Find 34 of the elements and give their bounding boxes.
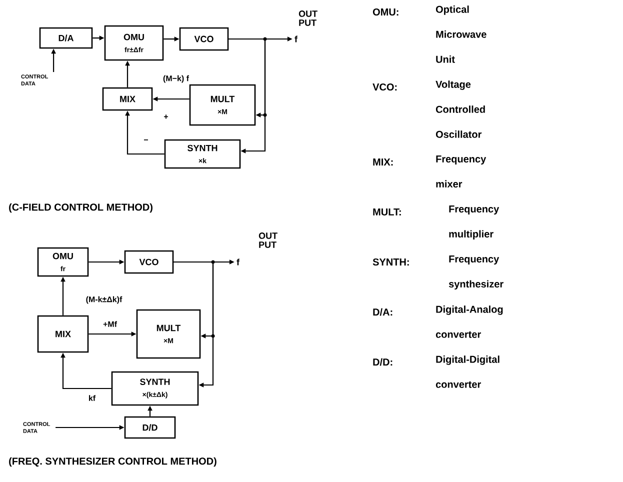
definition-text: Digital-Analog converter	[436, 306, 503, 338]
definition-text: Frequency multiplier	[449, 206, 500, 240]
definition-text: Voltage Controlled Oscillator	[436, 80, 485, 138]
abbreviation: VCO:	[372, 83, 397, 91]
definition-text: Frequency mixer	[436, 156, 486, 188]
signal-label: f	[294, 36, 298, 42]
caption: (C-FIELD CONTROL METHOD)	[9, 203, 152, 213]
arrow	[174, 261, 214, 388]
abbreviation: OMU:	[372, 8, 398, 16]
signal-label: f	[236, 258, 240, 266]
port-label: OUT PUT	[258, 232, 278, 248]
block-box: MIX	[102, 87, 153, 111]
block-box: MIX	[37, 315, 89, 353]
edge-label: +	[162, 114, 170, 120]
block-box: D/D	[124, 416, 176, 439]
edge-label: kf	[87, 394, 97, 402]
abbreviation: MIX:	[373, 158, 393, 166]
arrow	[228, 38, 266, 154]
block-box: VCO	[179, 27, 229, 51]
edge-label: (M−k) f	[162, 74, 190, 84]
caption: (FREQ. SYNTHESIZER CONTROL METHOD)	[9, 457, 216, 467]
edge-label: −	[142, 138, 150, 144]
edge-label: (M-k±Δk)f	[84, 295, 124, 305]
abbreviation: SYNTH:	[372, 258, 409, 266]
definition-text: Digital-Digital converter	[436, 356, 500, 388]
abbreviation: D/A:	[373, 308, 392, 316]
edge-label: +Mf	[102, 320, 118, 328]
block-box: VCO	[124, 250, 174, 274]
block-box: D/A	[39, 27, 93, 49]
abbreviation: MULT:	[373, 208, 401, 216]
port-label: OUT PUT	[298, 10, 318, 26]
definition-text: Frequency synthesizer	[448, 256, 504, 290]
abbreviation: D/D:	[373, 358, 392, 366]
definition-text: Optical Microwave Unit	[436, 6, 486, 63]
